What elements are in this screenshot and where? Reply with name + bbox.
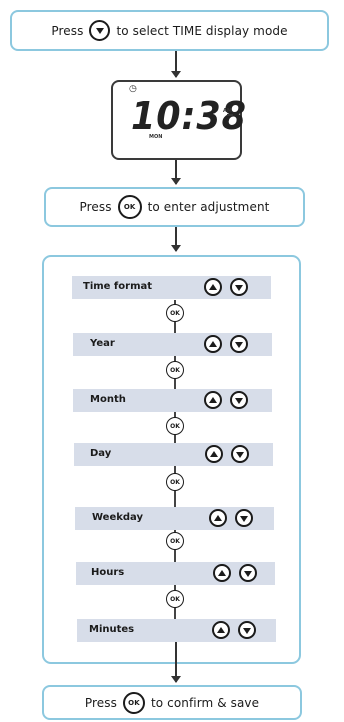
settings-panel	[42, 255, 301, 664]
up-arrow-icon	[213, 564, 231, 582]
step-select-time-mode: Press to select TIME display mode	[10, 10, 329, 51]
setting-label: Minutes	[89, 624, 135, 635]
up-arrow-icon	[204, 278, 222, 296]
ok-button-icon: OK	[122, 691, 145, 714]
down-arrow-icon	[239, 564, 257, 582]
setting-label: Year	[90, 338, 115, 349]
up-arrow-icon	[204, 335, 222, 353]
setting-row-year: Year	[73, 333, 272, 356]
setting-row-month: Month	[73, 389, 272, 412]
up-arrow-icon	[209, 509, 227, 527]
setting-row-weekday: Weekday	[75, 507, 274, 530]
ok-button-icon: OK	[166, 417, 184, 435]
display-time: 10:38	[131, 94, 247, 138]
flow-arrow-4	[171, 642, 181, 683]
down-arrow-icon	[231, 445, 249, 463]
setting-row-time-format: Time format	[72, 276, 271, 299]
ok-button-icon: OK	[166, 590, 184, 608]
flow-arrow-1	[171, 51, 181, 78]
display-ampm: AM	[223, 108, 232, 114]
step2-press-text: Press	[79, 200, 112, 214]
down-arrow-button-icon	[89, 20, 111, 41]
down-arrow-icon	[230, 335, 248, 353]
setting-label: Weekday	[92, 512, 144, 523]
up-arrow-icon	[204, 391, 222, 409]
step-confirm-save: Press OK to confirm & save	[42, 685, 302, 720]
setting-row-day: Day	[74, 443, 273, 466]
down-arrow-icon	[235, 509, 253, 527]
step2-instruction-text: to enter adjustment	[147, 200, 270, 214]
ok-button-icon: OK	[117, 195, 142, 219]
step3-press-text: Press	[84, 695, 117, 710]
up-arrow-icon	[212, 621, 230, 639]
display-mode-label: MON	[149, 134, 163, 140]
setting-label: Day	[90, 448, 112, 459]
setting-row-hours: Hours	[76, 562, 275, 585]
ok-button-icon: OK	[166, 361, 184, 379]
step-enter-adjustment: Press OK to enter adjustment	[44, 187, 305, 227]
down-arrow-icon	[230, 391, 248, 409]
ok-button-icon: OK	[166, 473, 184, 491]
display-dash	[227, 114, 233, 116]
setting-label: Month	[90, 394, 126, 405]
step3-instruction-text: to confirm & save	[150, 695, 260, 710]
flow-arrow-3	[171, 227, 181, 252]
step1-press-text: Press	[51, 23, 84, 38]
down-arrow-icon	[238, 621, 256, 639]
setting-label: Time format	[83, 281, 153, 292]
step1-instruction-text: to select TIME display mode	[116, 23, 288, 38]
clock-icon: ◷	[129, 84, 137, 94]
up-arrow-icon	[205, 445, 223, 463]
setting-row-minutes: Minutes	[77, 619, 276, 642]
down-arrow-icon	[230, 278, 248, 296]
lcd-display: ◷ 10:38 AM MON	[111, 80, 246, 160]
ok-button-icon: OK	[166, 304, 184, 322]
flow-arrow-2	[171, 160, 181, 185]
connector-line	[174, 300, 176, 640]
setting-label: Hours	[91, 567, 125, 578]
ok-button-icon: OK	[166, 532, 184, 550]
